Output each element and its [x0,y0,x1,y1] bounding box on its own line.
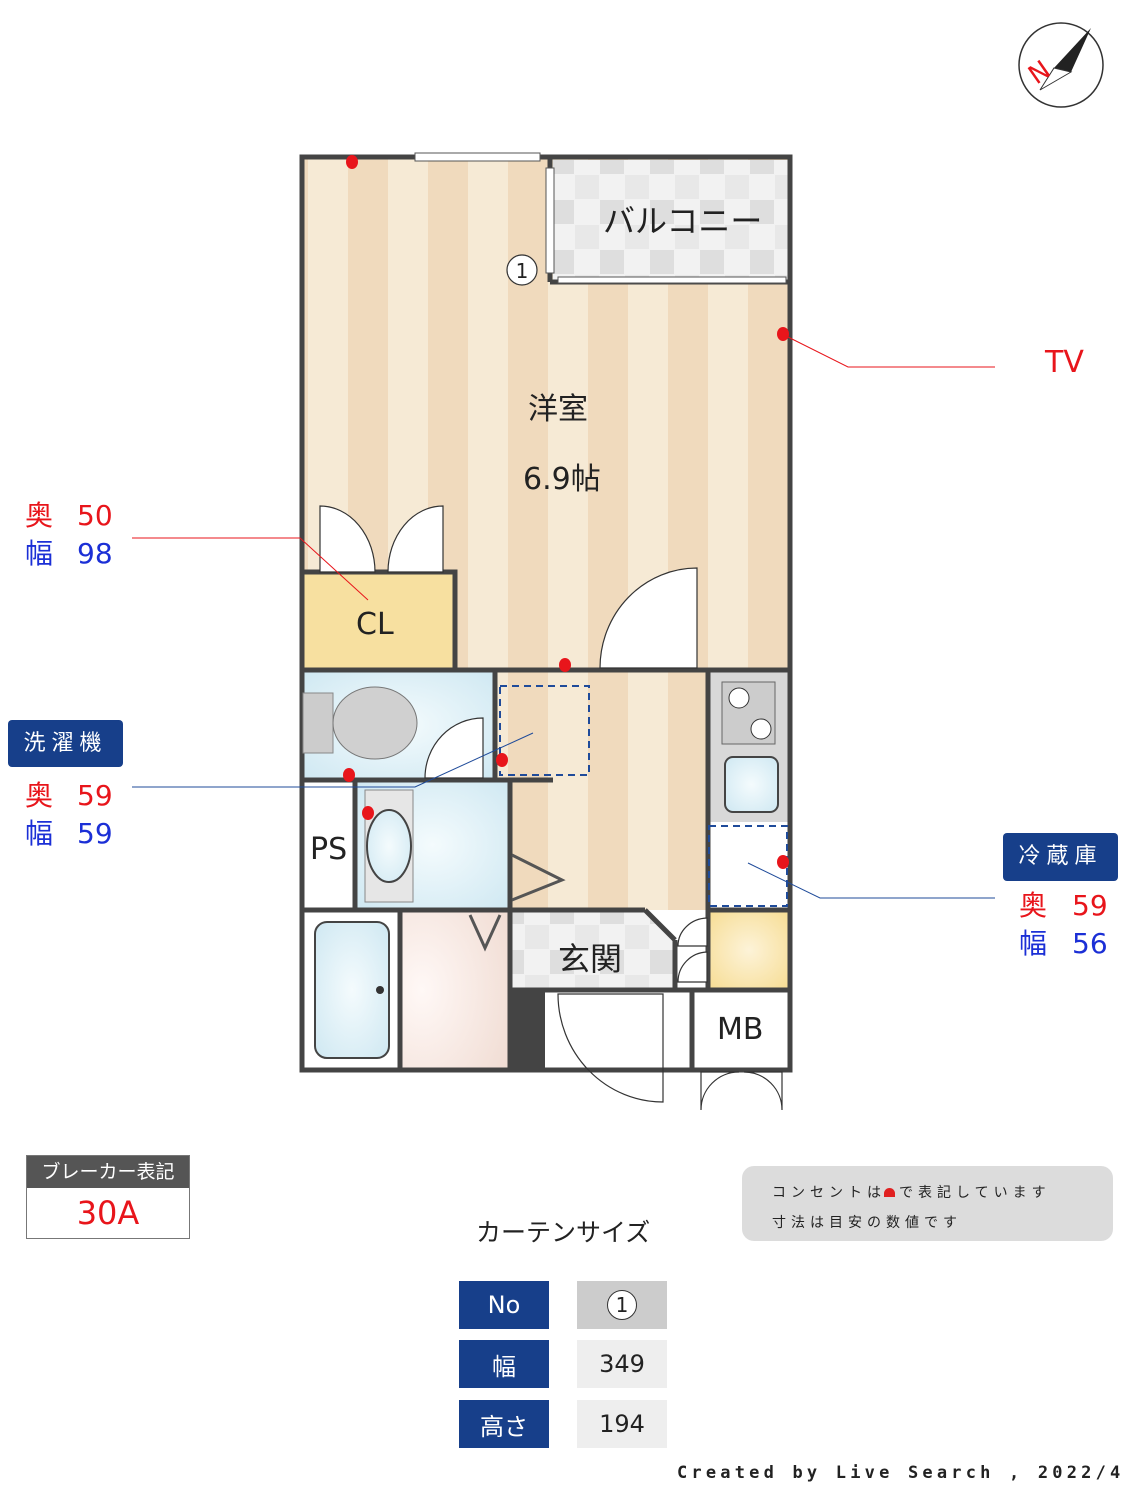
closet-floor [302,572,455,670]
fridge-dimensions: 奥 59 幅 56 [1019,887,1108,963]
shoe-box [708,910,790,990]
entrance-label: 玄関 [558,940,623,978]
curtain-title: カーテンサイズ [476,1218,651,1247]
wash-basin [366,809,412,883]
floor-plan [132,152,995,1111]
breaker-title: ブレーカー表記 [27,1156,189,1188]
tv-leader [785,335,995,368]
depth-label: 奥 [25,779,54,812]
fridge-leader [747,862,995,899]
outlet-legend-icon [884,1188,895,1197]
width-value: 56 [1072,927,1108,960]
north-compass-icon [1018,22,1104,108]
curtain-value-no: 1 [577,1281,667,1329]
outlet-markers [343,155,789,869]
curtain-header-height: 高さ [459,1400,549,1448]
width-label: 幅 [25,537,54,570]
depth-value: 50 [77,499,113,532]
fridge-space [708,825,788,907]
breaker-value: 30A [76,1194,140,1232]
washer-badge: 洗濯機 [8,720,123,767]
pipe-space-label: PS [310,832,348,867]
western-room-label: 洋室 [528,392,588,427]
curtain-header-no: No [459,1281,549,1329]
fridge-badge: 冷蔵庫 [1003,833,1118,881]
changing-floor [400,910,510,1070]
depth-label: 奥 [25,499,54,532]
kitchen-sink [724,756,779,813]
depth-value: 59 [1072,889,1108,922]
width-value: 98 [77,537,113,570]
toilet-bowl [332,686,418,760]
width-label: 幅 [25,817,54,850]
note-outlet-text: コンセントは [772,1185,886,1201]
washer-leader [132,732,534,788]
meter-box-label: MB [717,1012,764,1047]
curtain-value-width: 349 [577,1340,667,1388]
width-label: 幅 [1019,927,1048,960]
closet-label: CL [356,607,394,642]
width-value: 59 [77,817,113,850]
balcony-label: バルコニー [603,202,763,240]
curtain-value-height: 194 [577,1400,667,1448]
washer-space [499,685,590,776]
breaker-box: ブレーカー表記 30A [26,1155,190,1239]
washer-dimensions: 奥 59 幅 59 [25,777,113,853]
closet-leader [132,537,369,601]
tv-label: TV [1045,345,1084,380]
toilet-tank [302,692,334,754]
hallway-floor [495,670,708,910]
meter-box-floor [692,990,790,1070]
dark-block [510,990,545,1072]
western-room-size: 6.9帖 [523,462,601,497]
depth-value: 59 [77,779,113,812]
ps-floor [302,780,355,910]
balcony-floor [553,160,789,280]
note-outlet-text-2: で表記しています [899,1185,1051,1201]
closet-dimensions: 奥 50 幅 98 [25,497,113,573]
curtain-header-width: 幅 [459,1340,549,1388]
footer-credit: Created by Live Search , 2022/4 [677,1463,1125,1483]
depth-label: 奥 [1019,889,1048,922]
window-marker-label: 1 [515,259,529,283]
window-marker-circle [506,254,538,286]
curtain-no-circled: 1 [607,1290,637,1320]
entrance-floor [510,910,675,990]
bathtub [314,921,390,1059]
note-dimension-text: 寸法は目安の数値です [772,1215,962,1231]
notes-box: コンセントはで表記しています 寸法は目安の数値です [742,1166,1113,1241]
